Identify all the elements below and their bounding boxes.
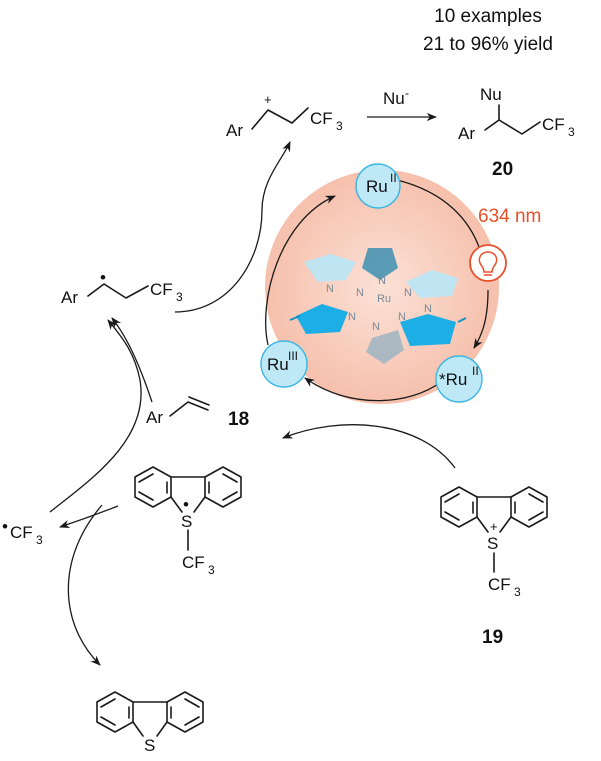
svg-text:S: S: [144, 736, 155, 755]
alkene-addition-arrow: [111, 317, 153, 403]
svg-text:Ar: Ar: [226, 121, 243, 140]
catalytic-cycle: Ru N N N N N N N N Ru II *Ru II Ru III: [260, 163, 541, 404]
svg-text:3: 3: [514, 585, 521, 599]
svg-text:N: N: [378, 275, 386, 287]
cf3-release-arrow: [59, 505, 119, 528]
svg-text:CF: CF: [542, 115, 565, 134]
svg-text:Ru: Ru: [366, 177, 388, 196]
svg-text:•: •: [100, 268, 106, 287]
product-20: Nu Ar CF 3 20: [458, 85, 575, 180]
svg-text:-: -: [405, 86, 409, 100]
svg-text:•: •: [183, 495, 189, 514]
upper-right-ligand: [406, 270, 458, 298]
svg-text:3: 3: [568, 125, 575, 139]
sulfonium-radical: S • CF 3: [134, 466, 242, 577]
lower-left-ligand: [296, 304, 348, 334]
reagent-19: S + CF 3 19: [440, 486, 548, 648]
alkene-18: Ar 18: [146, 396, 249, 430]
svg-text:CF: CF: [310, 109, 333, 128]
nucleophile-addition-arrow: Nu -: [367, 86, 438, 122]
svg-text:N: N: [326, 283, 334, 295]
svg-text:CF: CF: [488, 575, 511, 594]
svg-text:N: N: [348, 311, 356, 323]
svg-text:Ar: Ar: [146, 408, 163, 427]
svg-text:S: S: [487, 534, 498, 553]
svg-text:Ar: Ar: [458, 124, 475, 143]
svg-text:3: 3: [176, 290, 183, 304]
svg-text:II: II: [390, 171, 397, 185]
examples-count: 10 examples: [434, 6, 542, 27]
svg-text:III: III: [288, 349, 298, 363]
ru-iii-badge: Ru III: [260, 340, 308, 388]
lower-right-ligand: [400, 314, 456, 346]
bottom-pyridine: [366, 330, 404, 364]
ruthenium-complex: Ru N N N N N N N N: [289, 248, 467, 364]
dbt-release-arrow: [67, 504, 103, 666]
lightbulb-icon: [469, 244, 507, 282]
svg-text:Nu: Nu: [383, 89, 405, 108]
svg-text:N: N: [372, 321, 380, 333]
svg-text:Ru: Ru: [267, 355, 289, 374]
svg-text:S: S: [181, 512, 192, 531]
set-arrow: [282, 424, 456, 469]
excited-ru-ii-badge: *Ru II: [435, 355, 483, 403]
compound-number-18: 18: [228, 409, 249, 430]
dibenzothiophene: S: [96, 691, 204, 755]
svg-text:CF: CF: [150, 280, 173, 299]
svg-text:N: N: [404, 287, 412, 299]
svg-text:+: +: [490, 519, 498, 534]
svg-text:N: N: [356, 287, 364, 299]
svg-text:3: 3: [36, 533, 43, 547]
top-pyridine: [362, 248, 398, 280]
cf3-addition-arrow: [49, 319, 142, 513]
svg-text:CF: CF: [182, 553, 205, 572]
svg-text:Nu: Nu: [480, 85, 502, 104]
svg-text:3: 3: [208, 563, 215, 577]
cf3-radical: • CF 3: [2, 517, 43, 547]
radical-intermediate: Ar • CF 3: [61, 268, 183, 307]
compound-number-19: 19: [482, 627, 503, 648]
compound-number-20: 20: [492, 159, 513, 180]
carbocation-intermediate: Ar + CF 3: [226, 92, 343, 140]
svg-text:*Ru: *Ru: [439, 370, 467, 389]
metal-center: Ru: [377, 293, 391, 305]
svg-text:II: II: [472, 364, 479, 378]
wavelength-label: 634 nm: [478, 206, 541, 227]
svg-text:N: N: [398, 311, 406, 323]
svg-text:N: N: [424, 303, 432, 315]
oxidation-arrow: [174, 141, 291, 313]
svg-text:+: +: [264, 92, 272, 107]
upper-left-ligand: [304, 254, 356, 282]
catalyst-halo: [265, 170, 499, 404]
svg-text:Ar: Ar: [61, 288, 78, 307]
ru-ii-badge: Ru II: [355, 163, 401, 209]
svg-text:•: •: [2, 517, 8, 536]
svg-text:CF: CF: [10, 523, 33, 542]
yield-range: 21 to 96% yield: [423, 34, 553, 55]
svg-text:3: 3: [336, 119, 343, 133]
